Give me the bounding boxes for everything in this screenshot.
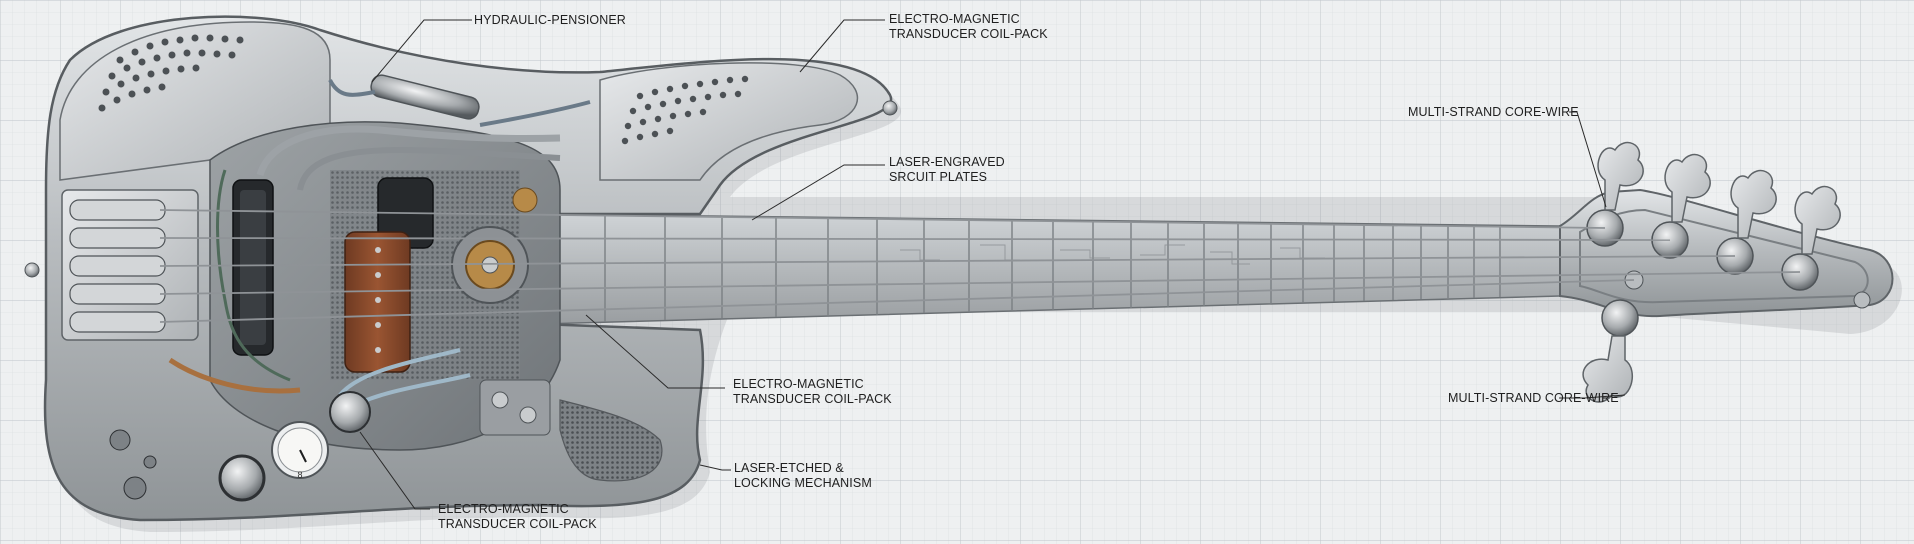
label-locking-mechanism: LASER-ETCHED & LOCKING MECHANISM — [734, 461, 872, 491]
label-line: ELECTRO-MAGNETIC — [438, 502, 569, 516]
guitar-body: 8 — [24, 15, 898, 522]
headstock — [1559, 141, 1894, 403]
label-coil-pack-bottom: ELECTRO-MAGNETIC TRANSDUCER COIL-PACK — [438, 502, 597, 532]
label-line: TRANSDUCER COIL-PACK — [889, 27, 1048, 41]
label-line: MULTI-STRAND CORE-WIRE — [1408, 105, 1579, 119]
callout-lines — [359, 19, 1626, 510]
label-line: LASER-ETCHED & — [734, 461, 844, 475]
label-line: LOCKING MECHANISM — [734, 476, 872, 490]
label-coil-pack-top: ELECTRO-MAGNETIC TRANSDUCER COIL-PACK — [889, 12, 1048, 42]
label-line: ELECTRO-MAGNETIC — [733, 377, 864, 391]
label-core-wire-bottom: MULTI-STRAND CORE-WIRE — [1448, 391, 1619, 406]
label-line: TRANSDUCER COIL-PACK — [438, 517, 597, 531]
label-laser-engraved-plates: LASER-ENGRAVED SRCUIT PLATES — [889, 155, 1005, 185]
label-line: MULTI-STRAND CORE-WIRE — [1448, 391, 1619, 405]
label-line: LASER-ENGRAVED — [889, 155, 1005, 169]
label-line: HYDRAULIC-PENSIONER — [474, 13, 626, 27]
label-core-wire-top: MULTI-STRAND CORE-WIRE — [1408, 105, 1579, 120]
label-coil-pack-middle: ELECTRO-MAGNETIC TRANSDUCER COIL-PACK — [733, 377, 892, 407]
label-line: TRANSDUCER COIL-PACK — [733, 392, 892, 406]
strings — [159, 209, 1801, 323]
label-line: SRCUIT PLATES — [889, 170, 988, 184]
label-hydraulic-pensioner: HYDRAULIC-PENSIONER — [474, 13, 626, 28]
neck — [539, 213, 1601, 325]
label-line: ELECTRO-MAGNETIC — [889, 12, 1020, 26]
gauge-label: 8 — [297, 470, 302, 480]
